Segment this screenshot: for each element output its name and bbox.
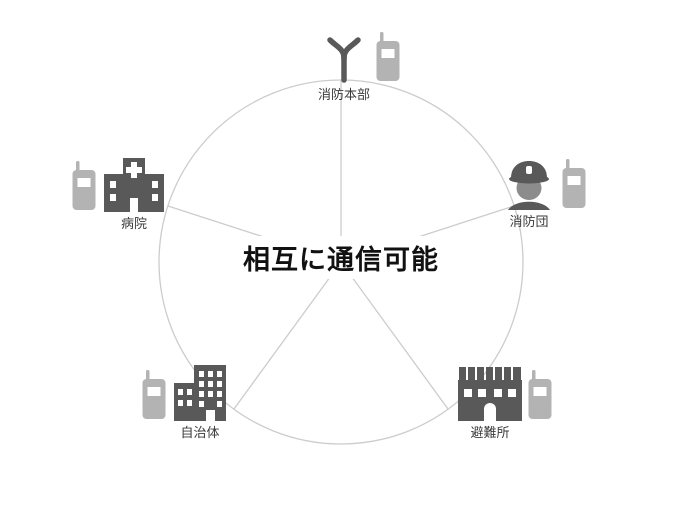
office-building-icon bbox=[174, 365, 226, 421]
radio-icon bbox=[528, 370, 552, 419]
node-label: 避難所 bbox=[470, 425, 510, 440]
node-hospital: 病院 bbox=[72, 158, 164, 231]
node-shelter: 避難所 bbox=[458, 367, 554, 440]
firefighter-icon bbox=[508, 161, 550, 210]
spoke-line-municipality bbox=[233, 261, 342, 410]
node-label: 病院 bbox=[120, 216, 147, 231]
hospital-icon bbox=[104, 158, 164, 212]
radio-icon bbox=[562, 159, 586, 208]
spoke-line-shelter bbox=[340, 261, 449, 410]
radio-icon bbox=[72, 161, 96, 210]
radio-icon bbox=[142, 370, 166, 419]
antenna-icon bbox=[327, 37, 361, 83]
node-fire-brigade: 消防団 bbox=[502, 156, 588, 229]
node-label: 消防団 bbox=[509, 214, 549, 229]
node-label: 自治体 bbox=[180, 425, 220, 440]
node-fire-headquarters: 消防本部 bbox=[318, 32, 402, 102]
center-title: 相互に通信可能 bbox=[235, 236, 447, 279]
node-label: 消防本部 bbox=[318, 87, 371, 102]
shelter-building-icon bbox=[458, 367, 522, 421]
radio-icon bbox=[376, 32, 400, 81]
node-municipality: 自治体 bbox=[142, 365, 226, 440]
